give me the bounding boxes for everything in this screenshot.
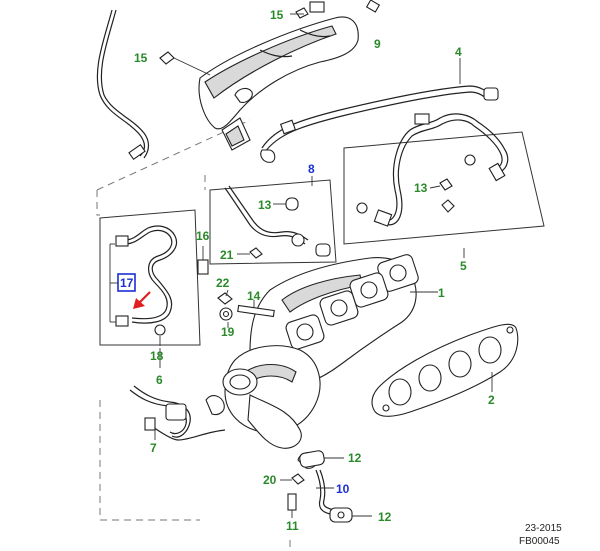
callout-20: 20 [263, 473, 277, 487]
callout-17: 17 [120, 276, 134, 290]
red-arrow-indicator [133, 291, 151, 309]
callout-15b: 15 [134, 51, 148, 65]
oil-feed-fitting [128, 143, 146, 161]
shield-clip-top [309, 1, 325, 13]
callout-21: 21 [220, 248, 234, 262]
bolts-14-19-22 [217, 289, 275, 328]
turbo-manifold-assembly [205, 254, 438, 449]
dashed-group-lines [96, 119, 291, 548]
callout-2: 2 [488, 393, 495, 407]
stud-16 [197, 246, 209, 275]
callout-1: 1 [438, 286, 445, 300]
callout-12a: 12 [348, 451, 362, 465]
detail-box-8 [209, 176, 337, 265]
detail-box-6 [99, 209, 201, 368]
fitting-11 [287, 493, 297, 511]
callout-14: 14 [247, 289, 261, 303]
bolt-14 [237, 304, 275, 318]
pipe-4-end-fitting [483, 87, 499, 101]
coolant-pipe-4 [260, 58, 499, 163]
pipe-7-fitting [165, 403, 187, 421]
callout-22: 22 [216, 276, 230, 290]
oil-feed-pipe [96, 9, 150, 161]
box-6-fitting-lower [115, 315, 129, 327]
callout-4: 4 [455, 45, 462, 59]
callout-12b: 12 [378, 510, 392, 524]
callout-11: 11 [286, 519, 299, 533]
callout-6: 6 [156, 373, 163, 387]
callout-labels: 1 2 4 5 6 7 8 9 10 11 12 12 13 13 14 15 … [117, 8, 495, 533]
callout-13a: 13 [258, 198, 272, 212]
callout-16: 16 [196, 229, 210, 243]
callout-19: 19 [221, 325, 235, 339]
bolt-15-group [159, 7, 309, 76]
heat-shield [198, 0, 381, 151]
stud-16-body [197, 259, 209, 275]
footer-date: 23-2015 [525, 523, 562, 534]
box-5-clip [414, 113, 430, 125]
footer-info: 23-2015 FB00045 [519, 523, 562, 547]
callout-10: 10 [336, 482, 350, 496]
callout-8: 8 [308, 162, 315, 176]
callout-15a: 15 [270, 8, 284, 22]
pipe-10-assembly [280, 450, 372, 523]
callout-5: 5 [460, 259, 467, 273]
callout-9: 9 [374, 37, 381, 51]
callout-7: 7 [150, 441, 157, 455]
callout-18: 18 [150, 349, 164, 363]
detail-box-5 [343, 113, 545, 258]
box-6-fitting-upper [115, 235, 129, 247]
footer-code: FB00045 [519, 536, 560, 547]
callout-13b: 13 [414, 181, 428, 195]
callout-17-highlight-box [117, 273, 136, 292]
pipe-7 [129, 385, 226, 441]
exhaust-gasket [371, 323, 519, 417]
washer-13-upper [285, 197, 299, 211]
